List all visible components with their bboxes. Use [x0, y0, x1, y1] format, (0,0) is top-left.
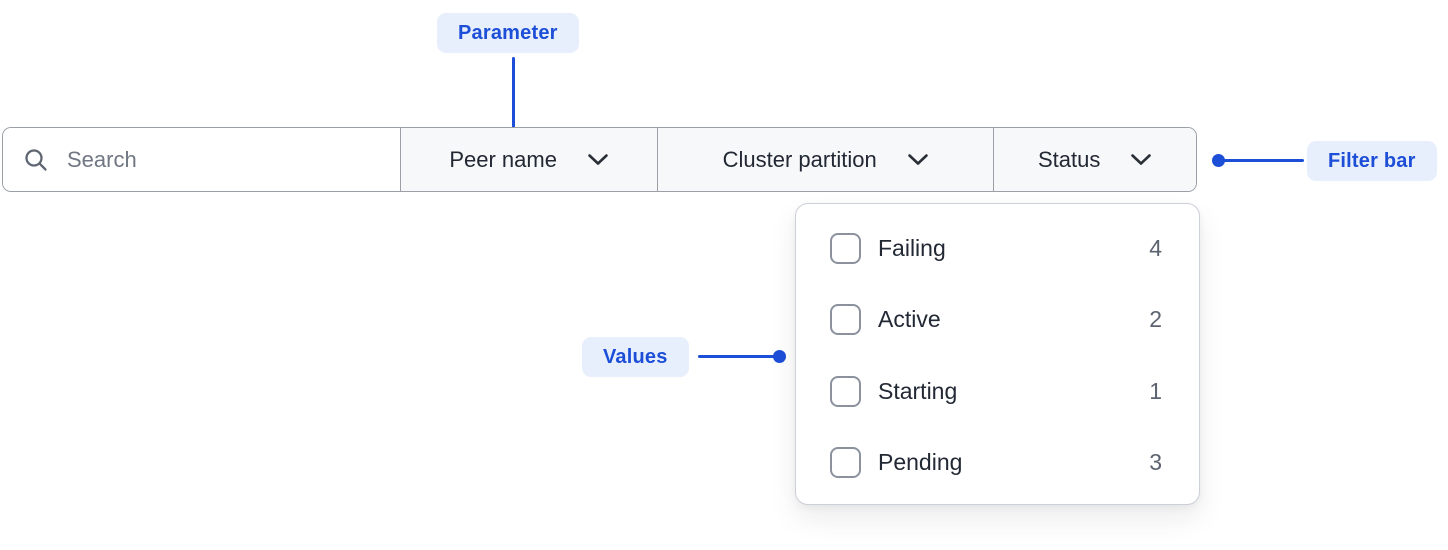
search-icon [25, 148, 47, 171]
chevron-down-icon [588, 154, 608, 165]
chevron-down-icon [907, 154, 928, 165]
filter-bar: Peer name Cluster partition Status [2, 127, 1197, 192]
annotation-values-connector-dot [773, 350, 786, 363]
dropdown-status-label: Status [1038, 146, 1101, 172]
status-option-count: 1 [1149, 377, 1162, 404]
search-field[interactable] [3, 128, 401, 191]
status-option-pending[interactable]: Pending 3 [830, 446, 1162, 479]
annotation-parameter-connector-line [512, 57, 515, 140]
annotation-filter-bar-label: Filter bar [1307, 141, 1437, 181]
annotation-values-label: Values [582, 337, 689, 377]
status-option-failing[interactable]: Failing 4 [830, 232, 1162, 265]
dropdown-cluster-partition-label: Cluster partition [722, 146, 877, 172]
status-option-label: Failing [878, 235, 946, 261]
checkbox-active[interactable] [830, 304, 861, 336]
chevron-down-icon [1131, 154, 1152, 165]
annotation-filter-bar-connector-line [1222, 159, 1304, 162]
status-option-active[interactable]: Active 2 [830, 303, 1162, 336]
annotation-values-connector-line [698, 355, 776, 358]
status-option-count: 3 [1149, 448, 1162, 475]
checkbox-pending[interactable] [830, 446, 861, 478]
status-option-label: Active [878, 306, 941, 333]
dropdown-status[interactable]: Status [993, 128, 1196, 191]
annotation-parameter-label: Parameter [437, 13, 579, 53]
status-option-count: 2 [1149, 306, 1162, 333]
annotation-filter-bar-connector-dot [1212, 154, 1225, 167]
status-option-count: 4 [1149, 235, 1162, 261]
dropdown-cluster-partition[interactable]: Cluster partition [656, 128, 994, 191]
dropdown-peer-name[interactable]: Peer name [400, 128, 657, 191]
status-dropdown-panel: Failing 4 Active 2 Starting 1 Pending 3 [795, 203, 1200, 505]
checkbox-failing[interactable] [830, 233, 861, 264]
search-input[interactable] [67, 146, 383, 173]
status-option-label: Starting [878, 377, 958, 404]
status-option-starting[interactable]: Starting 1 [830, 375, 1162, 408]
status-option-label: Pending [878, 448, 963, 475]
checkbox-starting[interactable] [830, 375, 861, 407]
dropdown-peer-name-label: Peer name [449, 146, 557, 172]
